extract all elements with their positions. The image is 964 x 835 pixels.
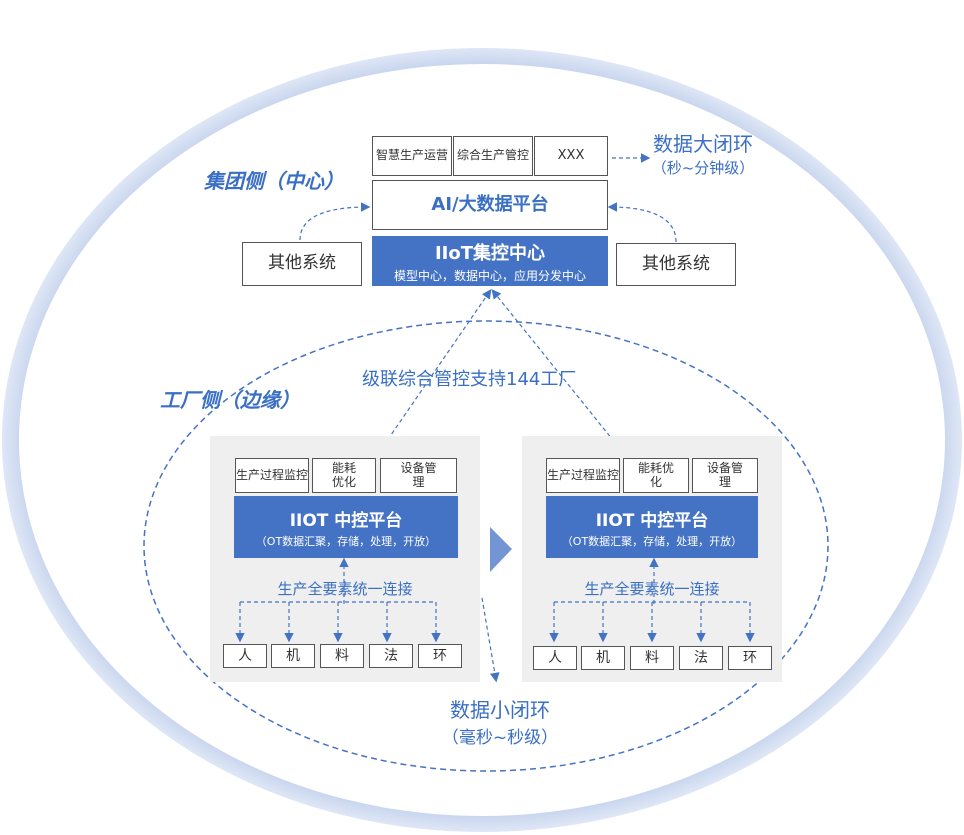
app-box-integrated-control: 综合生产管控: [453, 136, 533, 176]
iiot-platform-2: IIOT 中控平台 （OT数据汇聚，存储，处理，开放）: [546, 496, 758, 558]
platform-title: IIOT 中控平台: [595, 510, 709, 531]
platform-subtitle: （OT数据汇聚，存储，处理，开放）: [255, 534, 437, 548]
connect-arrows-2: [549, 557, 755, 643]
other-system-left: 其他系统: [242, 242, 362, 286]
arrow-right-system-to-ai: [607, 202, 677, 243]
arrow-left-system-to-ai: [299, 202, 371, 241]
platform-title: IIOT 中控平台: [289, 510, 403, 531]
element-people: 人: [223, 644, 267, 668]
connect-arrows-1: [235, 557, 441, 643]
element-environment: 环: [728, 646, 772, 670]
big-loop-sub: （秒~分钟级）: [651, 159, 755, 177]
connect-label: 生产全要素统一连接: [277, 580, 413, 598]
iiot-center-title: IIoT集控中心: [434, 242, 546, 264]
element-machine: 机: [581, 646, 625, 670]
factory-panel-1: 生产过程监控 能耗优化 设备管理 IIOT 中控平台 （OT数据汇聚，存储，处理…: [210, 436, 480, 682]
element-people: 人: [533, 646, 577, 670]
small-loop-label: 数据小闭环 （毫秒~秒级）: [425, 694, 575, 748]
small-loop-title: 数据小闭环: [450, 698, 550, 722]
small-loop-sub: （毫秒~秒级）: [441, 728, 559, 748]
iiot-control-center: IIoT集控中心 模型中心，数据中心，应用分发中心: [372, 236, 608, 286]
element-environment: 环: [418, 644, 462, 668]
module-process-monitoring: 生产过程监控: [546, 458, 620, 493]
connect-label: 生产全要素统一连接: [584, 580, 720, 598]
element-material: 料: [630, 646, 674, 670]
element-machine: 机: [271, 644, 315, 668]
big-loop-label: 数据大闭环 （秒~分钟级）: [640, 128, 766, 178]
module-energy-optimization: 能耗优化: [623, 458, 689, 493]
iiot-center-subtitle: 模型中心，数据中心，应用分发中心: [393, 268, 586, 283]
element-method: 法: [679, 646, 723, 670]
app-box-xxx: XXX: [534, 136, 608, 176]
big-loop-title: 数据大闭环: [653, 132, 753, 156]
module-equipment-management: 设备管理: [692, 458, 758, 493]
group-side-label: 集团侧（中心）: [204, 169, 344, 193]
platform-subtitle: （OT数据汇聚，存储，处理，开放）: [561, 534, 743, 548]
module-equipment-management: 设备管理: [380, 458, 457, 493]
ai-bigdata-platform: AI/大数据平台: [372, 180, 608, 230]
module-energy-optimization: 能耗优化: [312, 458, 376, 493]
other-system-right: 其他系统: [616, 243, 736, 286]
element-method: 法: [369, 644, 413, 668]
factory-side-label: 工厂侧（边缘）: [160, 388, 300, 412]
panel-chevron-icon: [490, 527, 512, 572]
cascade-arrow-right: [491, 289, 654, 489]
factory-ellipse: [143, 320, 829, 772]
module-process-monitoring: 生产过程监控: [235, 458, 309, 493]
iiot-platform-1: IIOT 中控平台 （OT数据汇聚，存储，处理，开放）: [234, 496, 458, 558]
cascade-label: 级联综合管控支持144工厂: [362, 369, 577, 390]
element-material: 料: [320, 644, 364, 668]
factory-panel-2: 生产过程监控 能耗优化 设备管理 IIOT 中控平台 （OT数据汇聚，存储，处理…: [522, 436, 782, 682]
app-box-smart-production: 智慧生产运营: [372, 136, 452, 176]
